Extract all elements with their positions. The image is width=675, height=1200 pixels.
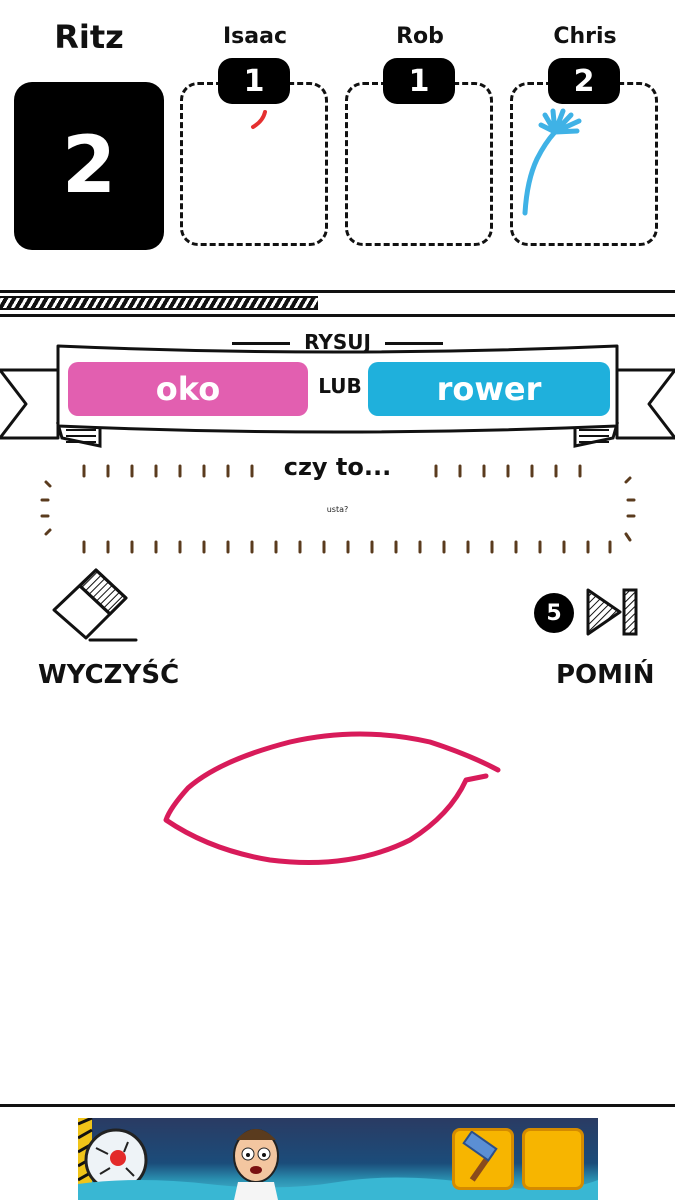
score-badge: 2 [548, 58, 620, 104]
score-value: 2 [573, 63, 595, 99]
word-option-a-button[interactable]: oko [68, 362, 308, 416]
round-header: RYSUJ [0, 330, 675, 354]
hammer-icon [462, 1130, 498, 1182]
or-label: LUB [318, 374, 362, 398]
divider [0, 1104, 675, 1107]
word-option-b-button[interactable]: rower [368, 362, 610, 416]
score-value: 1 [408, 63, 430, 99]
guess-text: usta? [326, 505, 349, 514]
skip-forward-icon [586, 588, 638, 636]
score-value: 1 [243, 63, 265, 99]
ad-item-slot-empty [522, 1128, 584, 1190]
score-badge: 1 [383, 58, 455, 104]
divider [0, 290, 675, 293]
skips-remaining-badge: 5 [534, 593, 574, 633]
clear-label: WYCZYŚĆ [38, 660, 180, 690]
score-badge: 1 [218, 58, 290, 104]
drawing-canvas[interactable] [0, 700, 675, 1100]
player-name: Ritz [54, 18, 124, 56]
player-drawing [251, 110, 267, 129]
eraser-icon [52, 568, 138, 642]
ad-artwork [78, 1118, 598, 1200]
player-drawing [522, 108, 582, 216]
divider [0, 314, 675, 317]
score-value: 2 [61, 121, 117, 211]
ad-item-slot [452, 1128, 514, 1190]
round-header-text: RYSUJ [304, 330, 371, 354]
ad-banner[interactable] [78, 1118, 598, 1200]
skip-label: POMIŃ [556, 660, 655, 690]
guess-frame [40, 464, 636, 554]
player-canvas [510, 82, 658, 246]
current-drawer-score: 2 [14, 82, 164, 250]
player-canvas [345, 82, 493, 246]
player-name: Isaac [222, 24, 287, 49]
round-timer-bar [0, 296, 318, 310]
player-name: Rob [396, 24, 444, 49]
player-name: Chris [553, 24, 617, 49]
guess-prompt: czy to... [283, 453, 392, 481]
player-canvas [180, 82, 328, 246]
